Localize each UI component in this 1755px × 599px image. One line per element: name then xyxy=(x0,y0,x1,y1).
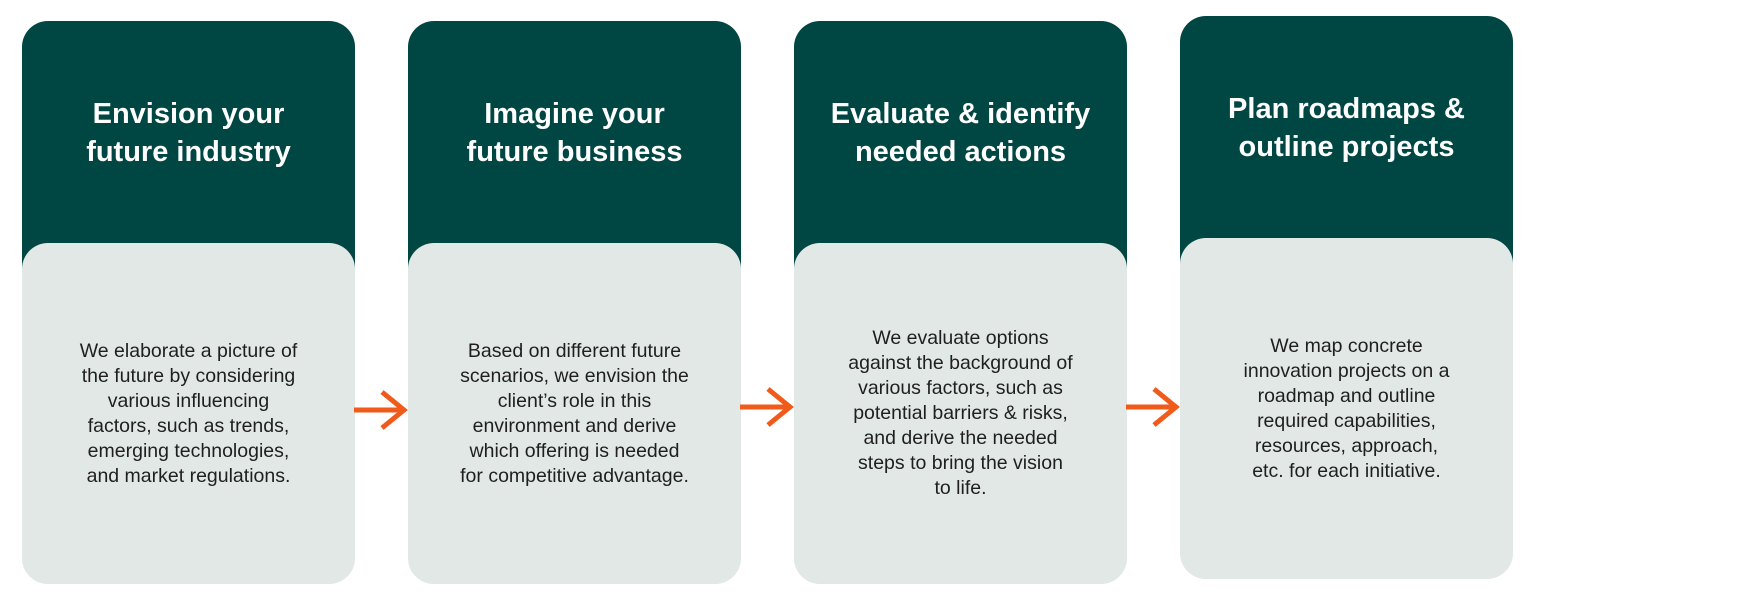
step-body: We elaborate a picture of the future by … xyxy=(22,243,355,584)
arrow-right-icon xyxy=(1126,387,1180,427)
step-body: Based on different future scenarios, we … xyxy=(408,243,741,584)
step-card-envision: Envision your future industry We elabora… xyxy=(22,21,355,584)
step-header: Imagine your future business xyxy=(408,21,741,283)
step-header: Envision your future industry xyxy=(22,21,355,283)
step-header: Plan roadmaps & outline projects xyxy=(1180,16,1513,278)
step-card-imagine: Imagine your future business Based on di… xyxy=(408,21,741,584)
step-description: We evaluate options against the backgrou… xyxy=(848,327,1073,499)
step-body: We map concrete innovation projects on a… xyxy=(1180,238,1513,579)
step-header: Evaluate & identify needed actions xyxy=(794,21,1127,283)
step-description: We elaborate a picture of the future by … xyxy=(79,339,298,487)
step-card-evaluate: Evaluate & identify needed actions We ev… xyxy=(794,21,1127,584)
step-title: Plan roadmaps & outline projects xyxy=(1228,92,1465,163)
arrow-right-icon xyxy=(740,387,794,427)
step-card-plan: Plan roadmaps & outline projects We map … xyxy=(1180,16,1513,579)
step-title: Imagine your future business xyxy=(466,97,683,168)
step-body: We evaluate options against the backgrou… xyxy=(794,243,1127,584)
step-title: Evaluate & identify needed actions xyxy=(830,97,1091,168)
step-description: Based on different future scenarios, we … xyxy=(460,339,689,487)
step-title: Envision your future industry xyxy=(86,97,291,168)
arrow-right-icon xyxy=(354,390,408,430)
step-description: We map concrete innovation projects on a… xyxy=(1243,334,1450,482)
